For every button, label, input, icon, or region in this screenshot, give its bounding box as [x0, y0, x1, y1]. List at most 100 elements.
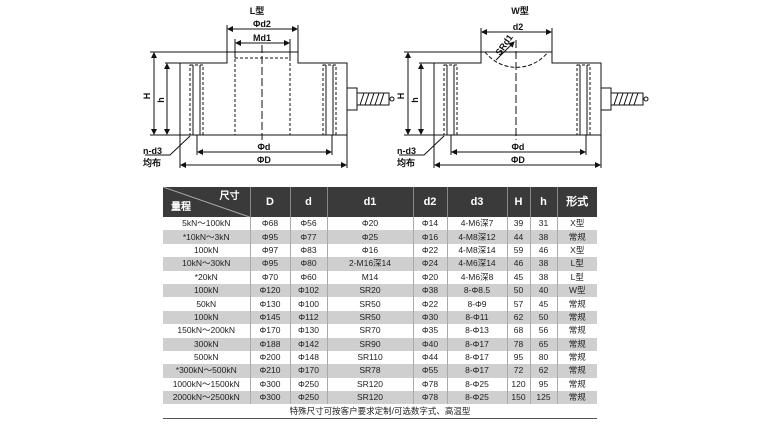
table-header-row: 尺寸 量程 D d d1 d2 d3 H h 形式	[163, 187, 597, 217]
col-header: D	[249, 187, 290, 217]
table-cell: X型	[556, 217, 597, 231]
table-cell: 常规	[556, 350, 597, 365]
table-cell: 125	[529, 391, 557, 405]
table-cell: 62	[529, 364, 557, 378]
table-cell: 56	[529, 324, 557, 338]
table-cell: 150	[506, 391, 530, 405]
table-cell: Φ102	[289, 283, 327, 298]
table-cell: 8-Φ8.5	[446, 283, 507, 298]
l-type-drawing: L型 Φd2 Md1 H h Φd ΦD n-d3 均布	[142, 5, 394, 168]
table-cell: L型	[556, 257, 597, 271]
table-cell: 38	[529, 270, 557, 284]
table-cell: 常规	[556, 364, 597, 378]
table-cell: 120	[506, 377, 530, 392]
table-cell: 39	[506, 217, 530, 231]
table-cell: Φ16	[412, 230, 447, 244]
col-header: h	[529, 187, 557, 217]
table-note-row: 特殊尺寸可按客户要求定制/可选数字式、高温型	[163, 404, 597, 419]
table-cell: 78	[506, 337, 530, 351]
table-cell: Φ22	[412, 297, 447, 311]
table-cell: Φ250	[289, 377, 327, 392]
table-cell: 2-M16深14	[326, 257, 413, 271]
table-cell: 常规	[556, 310, 597, 325]
table-cell: *300kN～500kN	[163, 364, 250, 378]
table-cell: 8-Φ25	[446, 391, 507, 405]
table-cell: SR110	[326, 350, 413, 365]
table-cell: Φ68	[249, 217, 290, 231]
table-cell: 4-M8深14	[446, 243, 507, 258]
table-cell: SR120	[326, 391, 413, 405]
table-cell: 8-Φ17	[446, 337, 507, 351]
table-cell: 1000kN～1500kN	[172, 378, 240, 389]
table-cell: SR50	[326, 310, 413, 325]
table-cell: Φ170	[289, 364, 327, 378]
table-cell: Φ120	[249, 283, 290, 298]
table-cell: 常规	[556, 324, 597, 338]
table-cell: 4-M6深8	[446, 270, 507, 284]
table-cell: *20kN	[194, 271, 218, 282]
phi-D-label: ΦD	[257, 155, 271, 165]
table-cell: 150kN～200kN	[177, 325, 236, 336]
table-cell: L型	[556, 270, 597, 284]
table-cell: Φ78	[412, 391, 447, 405]
table-cell: Φ20	[412, 270, 447, 284]
phi-d2-label: Φd2	[253, 19, 271, 29]
table-cell: 46	[506, 257, 530, 271]
table-cell: Φ112	[289, 310, 327, 325]
table-cell: 95	[529, 377, 557, 392]
table-cell: *10kN～3kN	[163, 230, 250, 244]
table-cell: 4-M8深12	[446, 230, 507, 244]
table-cell: Φ16	[326, 243, 413, 258]
table-cell: 38	[529, 230, 557, 244]
table-cell: Φ130	[289, 324, 327, 338]
table-cell: 8-Φ9	[446, 297, 507, 311]
table-cell: Φ35	[412, 324, 447, 338]
h-label: h	[410, 97, 420, 103]
table-note: 特殊尺寸可按客户要求定制/可选数字式、高温型	[163, 404, 597, 419]
table-cell: 50	[506, 283, 530, 298]
table-cell: 常规	[556, 377, 597, 392]
table-cell: 100kN	[163, 310, 250, 325]
table-cell: Φ77	[289, 230, 327, 244]
table-cell: 57	[506, 297, 530, 311]
table-cell: 常规	[556, 337, 597, 351]
table-cell: 5kN～100kN	[182, 218, 231, 229]
corner-header: 尺寸 量程	[163, 187, 250, 217]
d2-label: d2	[513, 22, 524, 32]
distributed-label: 均布	[397, 157, 415, 168]
table-cell: Φ130	[249, 297, 290, 311]
table-cell: Φ24	[412, 257, 447, 271]
table-cell: 常规	[556, 230, 597, 244]
table-cell: Φ78	[412, 377, 447, 392]
table-cell: Φ145	[249, 310, 290, 325]
table-cell: 100kN	[193, 244, 219, 255]
dimension-drawings: L型 Φd2 Md1 H h Φd ΦD n-d3 均布 W型 d2 SRd1 …	[142, 5, 770, 185]
table-cell: 45	[506, 270, 530, 284]
w-type-drawing: W型 d2 SRd1 H h Φd ΦD n-d3 均布	[396, 5, 648, 168]
H-label: H	[142, 93, 152, 100]
size-header: 尺寸	[219, 191, 240, 202]
table-cell: 45	[529, 297, 557, 311]
table-cell: 10kN～30kN	[163, 257, 250, 271]
table-cell: Φ44	[412, 350, 447, 365]
h-label: h	[156, 97, 166, 103]
col-header: d1	[326, 187, 413, 217]
table-cell: Φ210	[249, 364, 290, 378]
table-cell: 59	[506, 243, 530, 258]
l-type-title: L型	[250, 5, 265, 16]
table-cell: 100kN	[163, 283, 250, 298]
table-cell: Φ20	[326, 217, 413, 231]
table-cell: Φ30	[412, 310, 447, 325]
table-cell: 4-M6深7	[446, 217, 507, 231]
distributed-label: 均布	[143, 157, 161, 168]
table-cell: Φ60	[289, 270, 327, 284]
table-cell: Φ148	[289, 350, 327, 365]
table-cell: Φ80	[289, 257, 327, 271]
phi-d-label: Φd	[512, 142, 525, 152]
range-header: 量程	[171, 202, 191, 213]
